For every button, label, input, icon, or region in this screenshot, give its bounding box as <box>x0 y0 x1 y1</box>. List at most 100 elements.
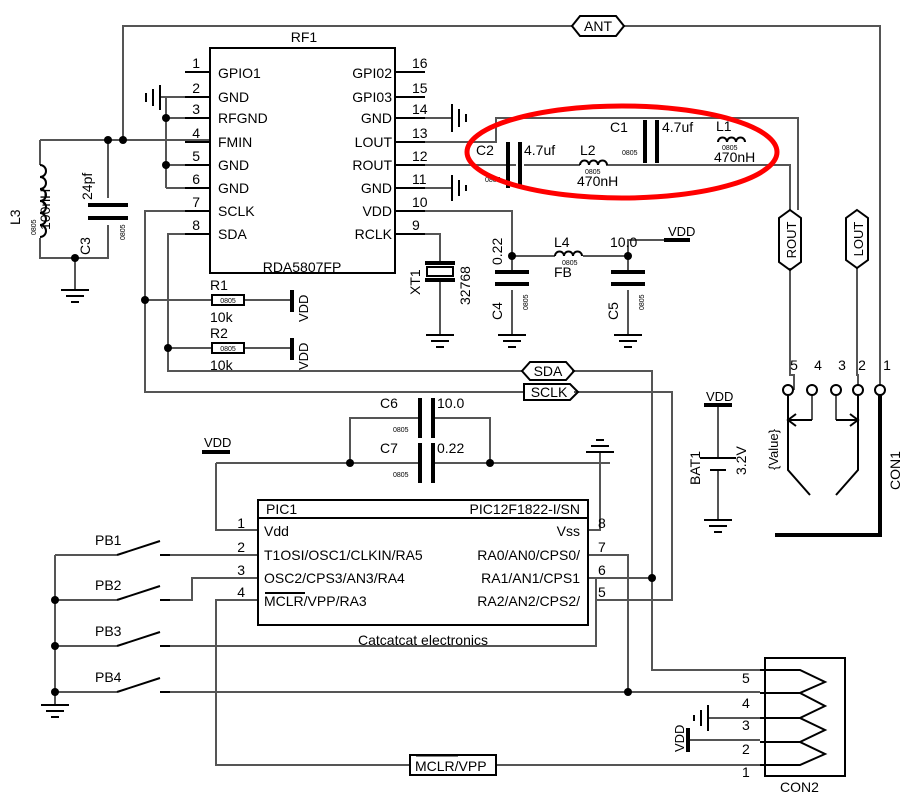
rf1-pin-name-2: GND <box>218 89 249 105</box>
r2-value: 10k <box>210 357 234 373</box>
con2-vdd-label: VDD <box>672 725 687 752</box>
l2-ref: L2 <box>580 142 596 158</box>
vdd-pic-label: VDD <box>204 435 231 450</box>
c3-value: 24pf <box>79 173 95 200</box>
con1-pin-5: 5 <box>790 357 798 373</box>
junctions <box>51 114 656 696</box>
pic1-pin-name-4: MCLR/VPP/RA3 <box>264 593 367 609</box>
rf1-pin-num-9: 9 <box>412 217 420 233</box>
r2-ref: R2 <box>210 325 228 341</box>
resistor-r1: 0805 R1 10k VDD <box>210 277 311 325</box>
pic1-pin-name-2: T1OSI/OSC1/CLKIN/RA5 <box>264 547 423 563</box>
c4-value: 0.22 <box>489 238 505 265</box>
pb3-label: PB3 <box>95 623 122 639</box>
con2-ref: CON2 <box>780 779 819 795</box>
l4-size: 0805 <box>562 260 578 267</box>
pushbutton-pb1: PB1 <box>95 532 170 556</box>
c2-size: 0805 <box>485 177 501 184</box>
pic1-pin-num-8: 8 <box>598 515 606 531</box>
connector-con2: 5 4 3 2 1 CON2 VDD <box>672 657 846 795</box>
rf1-pin-num-2: 2 <box>192 80 200 96</box>
con2-pin-5: 5 <box>742 670 750 686</box>
c7-ref: C7 <box>380 440 398 456</box>
resistor-r2: 0805 R2 10k VDD <box>210 325 311 373</box>
con2-pin-4: 4 <box>742 695 750 711</box>
pushbutton-pb2: PB2 <box>95 577 170 601</box>
power-vdd-rf: VDD <box>664 224 695 242</box>
ground-symbol-pic-vss <box>586 439 614 453</box>
battery-bat1: VDD BAT1 3.2V <box>687 389 749 485</box>
r2-size: 0805 <box>220 346 236 353</box>
l3-value: 100nH <box>37 189 53 230</box>
con1-pin-1: 1 <box>883 357 891 373</box>
pic1-pin-num-6: 6 <box>598 562 606 578</box>
ground-symbol-rf1-left <box>145 85 161 110</box>
l4-ref: L4 <box>554 234 570 250</box>
pic1-pin-num-7: 7 <box>598 539 606 555</box>
rf1-pin-num-10: 10 <box>412 194 428 210</box>
con2-pin-3: 3 <box>742 717 750 733</box>
pb2-label: PB2 <box>95 577 122 593</box>
pic1-pin-num-3: 3 <box>237 562 245 578</box>
ground-symbol-c4 <box>498 334 526 348</box>
ground-symbols <box>41 85 732 731</box>
net-rout-label: ROUT <box>784 222 799 259</box>
rf1-pin-name-10: VDD <box>362 203 392 219</box>
rf1-pin-num-11: 11 <box>412 171 427 187</box>
con1-pin-4: 4 <box>814 357 822 373</box>
pic1-pin-num-1: 1 <box>237 515 245 531</box>
inductor-l2: L2 0805 470nH <box>577 142 618 189</box>
rf1-pin-name-1: GPIO1 <box>218 65 261 81</box>
c3-size: 0805 <box>120 224 127 240</box>
rf1-pin-name-9: RCLK <box>355 226 393 242</box>
net-mclr-vpp-label: MCLR/VPP <box>415 758 487 774</box>
net-flag-sclk: SCLK <box>523 383 580 401</box>
rf1-pin-num-14: 14 <box>412 101 428 117</box>
c5-value: 10.0 <box>610 234 637 250</box>
l1-size: 0805 <box>722 145 738 152</box>
rf1-pin-num-7: 7 <box>192 194 200 210</box>
power-vdd-pic: VDD <box>202 435 231 454</box>
pic1-pin-name-8: Vss <box>557 523 580 539</box>
rf1-left-pin-lines <box>185 71 425 235</box>
capacitor-c6: C6 0805 10.0 <box>380 395 464 438</box>
net-flag-lout: LOUT <box>845 208 869 270</box>
rf1-pin-name-7: SCLK <box>218 203 255 219</box>
ground-symbol-rf1-pin11 <box>451 175 467 201</box>
rf1-pin-num-16: 16 <box>412 55 428 71</box>
net-ant-label: ANT <box>584 18 612 34</box>
pushbutton-pb4: PB4 <box>95 669 170 693</box>
rf1-pin-num-13: 13 <box>412 125 428 141</box>
pic1-pin-name-3: OSC2/CPS3/AN3/RA4 <box>264 570 405 586</box>
rf1-ref: RF1 <box>291 29 318 45</box>
pic1-pin-num-2: 2 <box>237 539 245 555</box>
inductor-l1: L1 0805 470nH <box>714 118 755 165</box>
pushbutton-pb3: PB3 <box>95 623 170 647</box>
con2-pin-2: 2 <box>742 741 750 757</box>
pic1-maker: Catcatcat electronics <box>358 632 488 648</box>
c5-size: 0805 <box>639 294 646 310</box>
capacitor-c4: 0.22 C4 0805 <box>489 238 530 320</box>
l3-size: 0805 <box>31 219 38 235</box>
l4-value: FB <box>554 264 572 280</box>
rf1-pin-name-12: ROUT <box>352 157 392 173</box>
rf1-pin-num-15: 15 <box>412 80 428 96</box>
xt1-value: 32768 <box>457 266 473 305</box>
c1-ref: C1 <box>610 119 628 135</box>
c6-value: 10.0 <box>437 395 464 411</box>
ground-symbol-xt1 <box>426 334 454 348</box>
rf1-pin-name-13: LOUT <box>355 134 393 150</box>
con2-pin-1: 1 <box>742 764 750 780</box>
pic1-chip: PIC1 PIC12F1822-I/SN Catcatcat electroni… <box>237 499 606 648</box>
c7-size: 0805 <box>393 472 409 479</box>
rf1-pin-num-3: 3 <box>192 101 200 117</box>
c6-ref: C6 <box>380 395 398 411</box>
rf1-pin-num-1: 1 <box>192 55 200 71</box>
capacitor-c7: C7 0805 0.22 <box>380 440 464 483</box>
c1-size: 0805 <box>622 150 638 157</box>
rf1-pin-name-14: GND <box>361 110 392 126</box>
rf1-pin-name-8: SDA <box>218 226 247 242</box>
bat1-vdd-label: VDD <box>706 389 733 404</box>
rf1-chip: RF1 RDA5807FP 1 2 3 4 5 6 7 8 GPIO1 GND … <box>185 29 428 275</box>
